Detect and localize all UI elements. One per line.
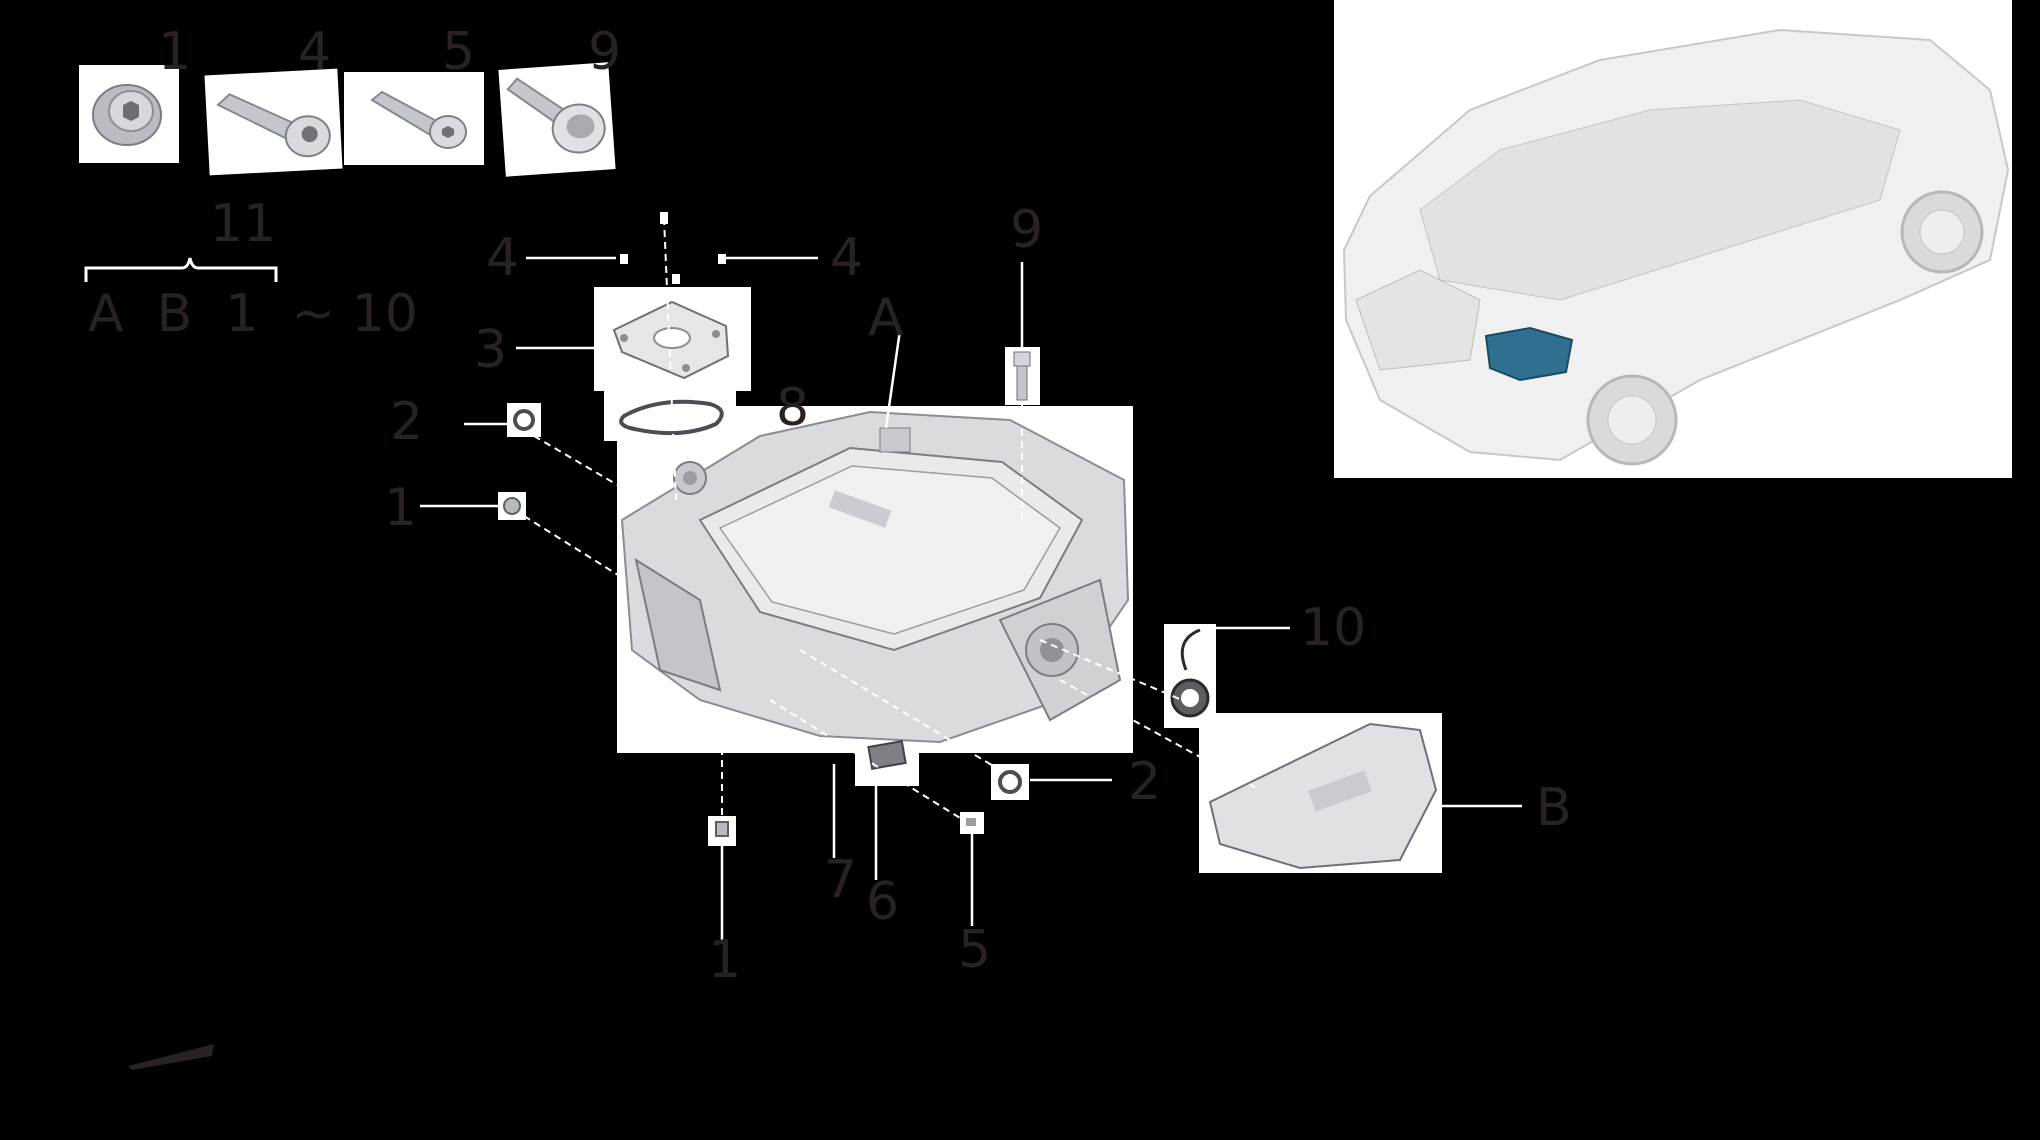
seal-ring-2-left[interactable] xyxy=(507,403,541,437)
callout-b: B xyxy=(1536,778,1572,838)
callout-10: 10 xyxy=(1300,598,1367,658)
callout-5-bottom: 5 xyxy=(958,920,992,980)
clip-5-panel[interactable] xyxy=(960,812,984,834)
drive-unit-housing-panel[interactable] xyxy=(617,406,1133,753)
nut-1-left[interactable] xyxy=(498,492,526,520)
flange-nut-icon xyxy=(92,84,162,146)
callout-1-bottom: 1 xyxy=(708,930,742,990)
bolt-9-thumbnail[interactable] xyxy=(498,62,616,177)
bolt-9-vertical[interactable] xyxy=(1005,347,1040,405)
callout-7: 7 xyxy=(824,850,858,910)
torx-bolt-icon xyxy=(216,93,331,158)
callout-8: 8 xyxy=(776,378,810,438)
bolt-5-thumbnail[interactable] xyxy=(344,72,484,165)
callout-hw-4: 4 xyxy=(298,22,332,82)
callout-hw-5: 5 xyxy=(442,22,476,82)
callout-hw-9: 9 xyxy=(588,22,622,82)
bolt-4-thumbnail[interactable] xyxy=(204,68,343,176)
callout-set-11: 11 xyxy=(210,194,277,254)
bolt-1-thumbnail[interactable] xyxy=(79,65,179,163)
vehicle-locator-panel xyxy=(1334,0,2012,478)
seal-ring-2-right[interactable] xyxy=(991,764,1029,800)
side-cover-b-panel[interactable] xyxy=(1199,713,1442,873)
nut-1-bottom[interactable] xyxy=(708,816,736,846)
callout-2-left: 2 xyxy=(390,392,424,452)
callout-a: A xyxy=(868,288,904,348)
callout-4-left: 4 xyxy=(486,228,520,288)
callout-hw-1: 1 xyxy=(158,22,192,82)
connector-6-panel[interactable] xyxy=(855,730,919,786)
flange-bolt-icon xyxy=(506,77,606,154)
hex-socket-bolt-icon xyxy=(370,90,467,149)
callout-6: 6 xyxy=(866,872,900,932)
callout-2-right: 2 xyxy=(1128,752,1162,812)
set-contents-label: A B 1 ~ 10 xyxy=(88,284,418,344)
callout-4-right: 4 xyxy=(830,228,864,288)
callout-9: 9 xyxy=(1010,200,1044,260)
callout-3: 3 xyxy=(474,320,508,380)
cover-plate-3-panel[interactable] xyxy=(594,287,751,391)
callout-1-left: 1 xyxy=(384,478,418,538)
